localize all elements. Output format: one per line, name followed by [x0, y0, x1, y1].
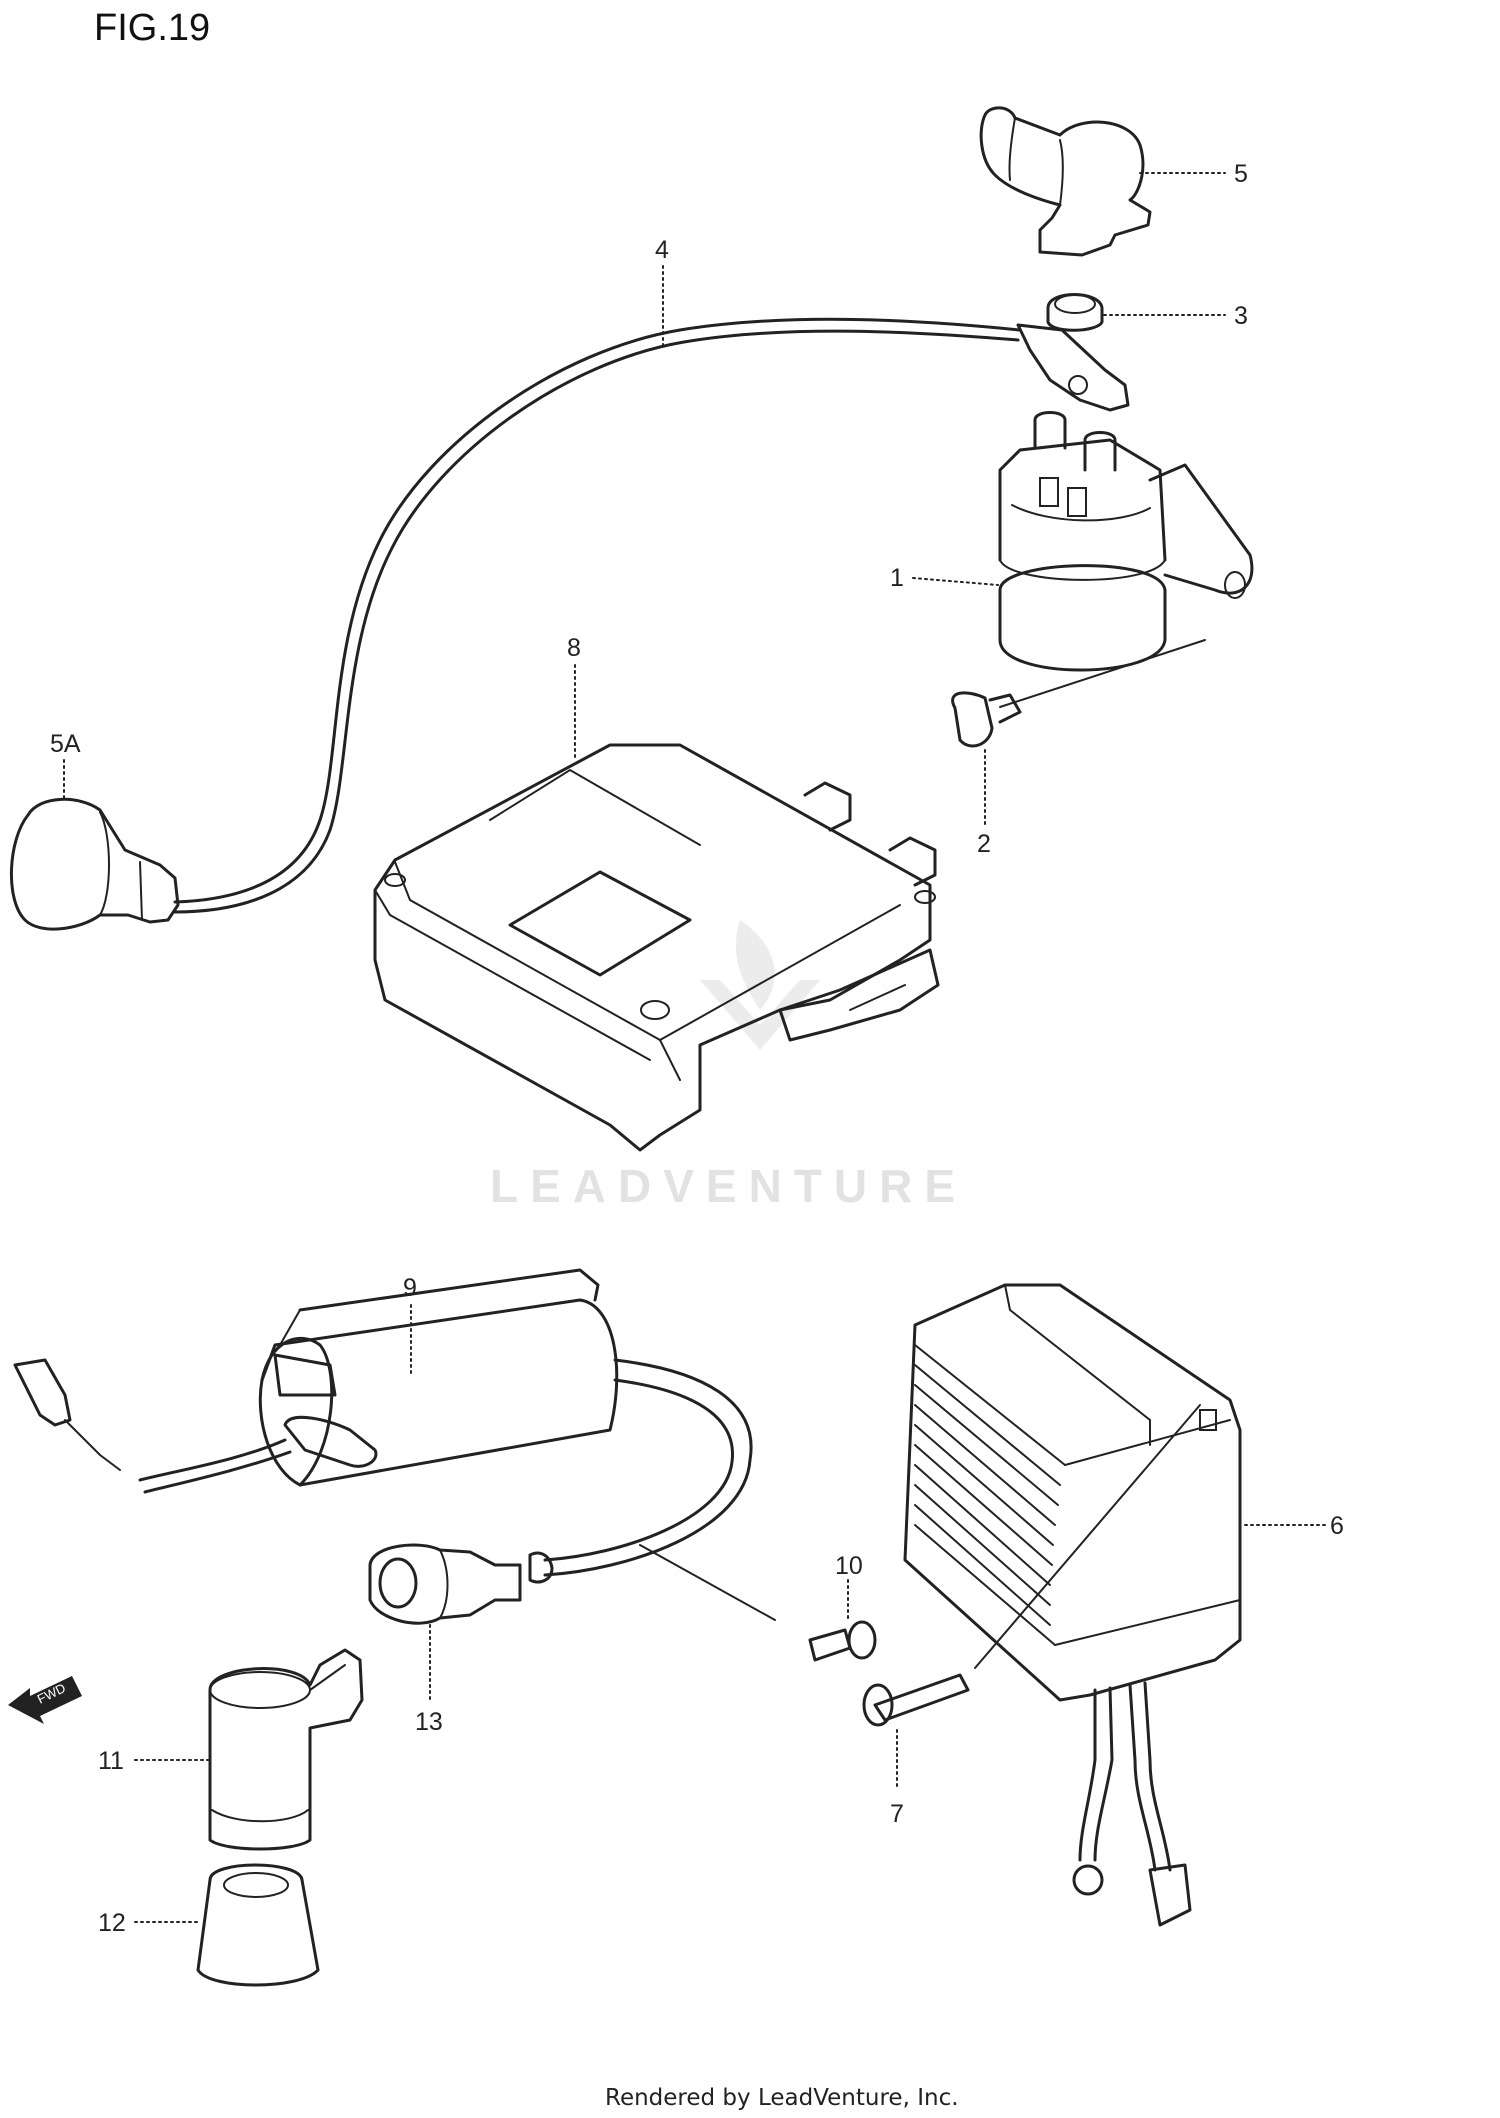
part-4-cable — [173, 317, 1130, 914]
callout-5a: 5A — [50, 730, 81, 758]
part-5-cap — [979, 106, 1152, 257]
figure-title: FIG.19 — [94, 7, 210, 49]
callout-7: 7 — [890, 1800, 904, 1828]
part-13-plug — [368, 1543, 522, 1625]
callout-9: 9 — [403, 1274, 417, 1302]
callout-10: 10 — [835, 1552, 863, 1580]
watermark-text: LEADVENTURE — [490, 1160, 967, 1212]
leader-1 — [912, 577, 999, 586]
callout-11: 11 — [98, 1747, 124, 1775]
callout-2: 2 — [977, 830, 991, 858]
part-11-plug-cap — [208, 1648, 364, 1851]
footer-credit: Rendered by LeadVenture, Inc. — [605, 2085, 959, 2111]
callout-12: 12 — [98, 1909, 126, 1937]
callout-8: 8 — [567, 634, 581, 662]
part-6-regulator — [903, 1283, 1242, 1927]
part-5a-cap — [9, 797, 180, 931]
part-1-relay — [998, 411, 1254, 672]
callout-1: 1 — [890, 564, 904, 592]
part-3-nut — [1046, 293, 1104, 332]
callout-13: 13 — [415, 1708, 443, 1736]
watermark-logo-icon — [700, 920, 820, 1050]
fwd-arrow-icon: FWD — [8, 1676, 82, 1724]
callout-4: 4 — [655, 236, 669, 264]
watermark: LEADVENTURE — [490, 920, 967, 1212]
callout-3: 3 — [1234, 302, 1248, 330]
part-7-bolt — [862, 1404, 1201, 1727]
part-9-ignition-coil — [13, 1268, 619, 1494]
part-2-bolt — [951, 639, 1206, 748]
part-8-cdi-unit — [373, 743, 940, 1152]
callout-6: 6 — [1330, 1512, 1344, 1540]
high-tension-lead — [528, 1358, 753, 1584]
part-12-cover — [196, 1863, 320, 1987]
part-10-bolt — [639, 1544, 877, 1662]
callout-5: 5 — [1234, 160, 1248, 188]
